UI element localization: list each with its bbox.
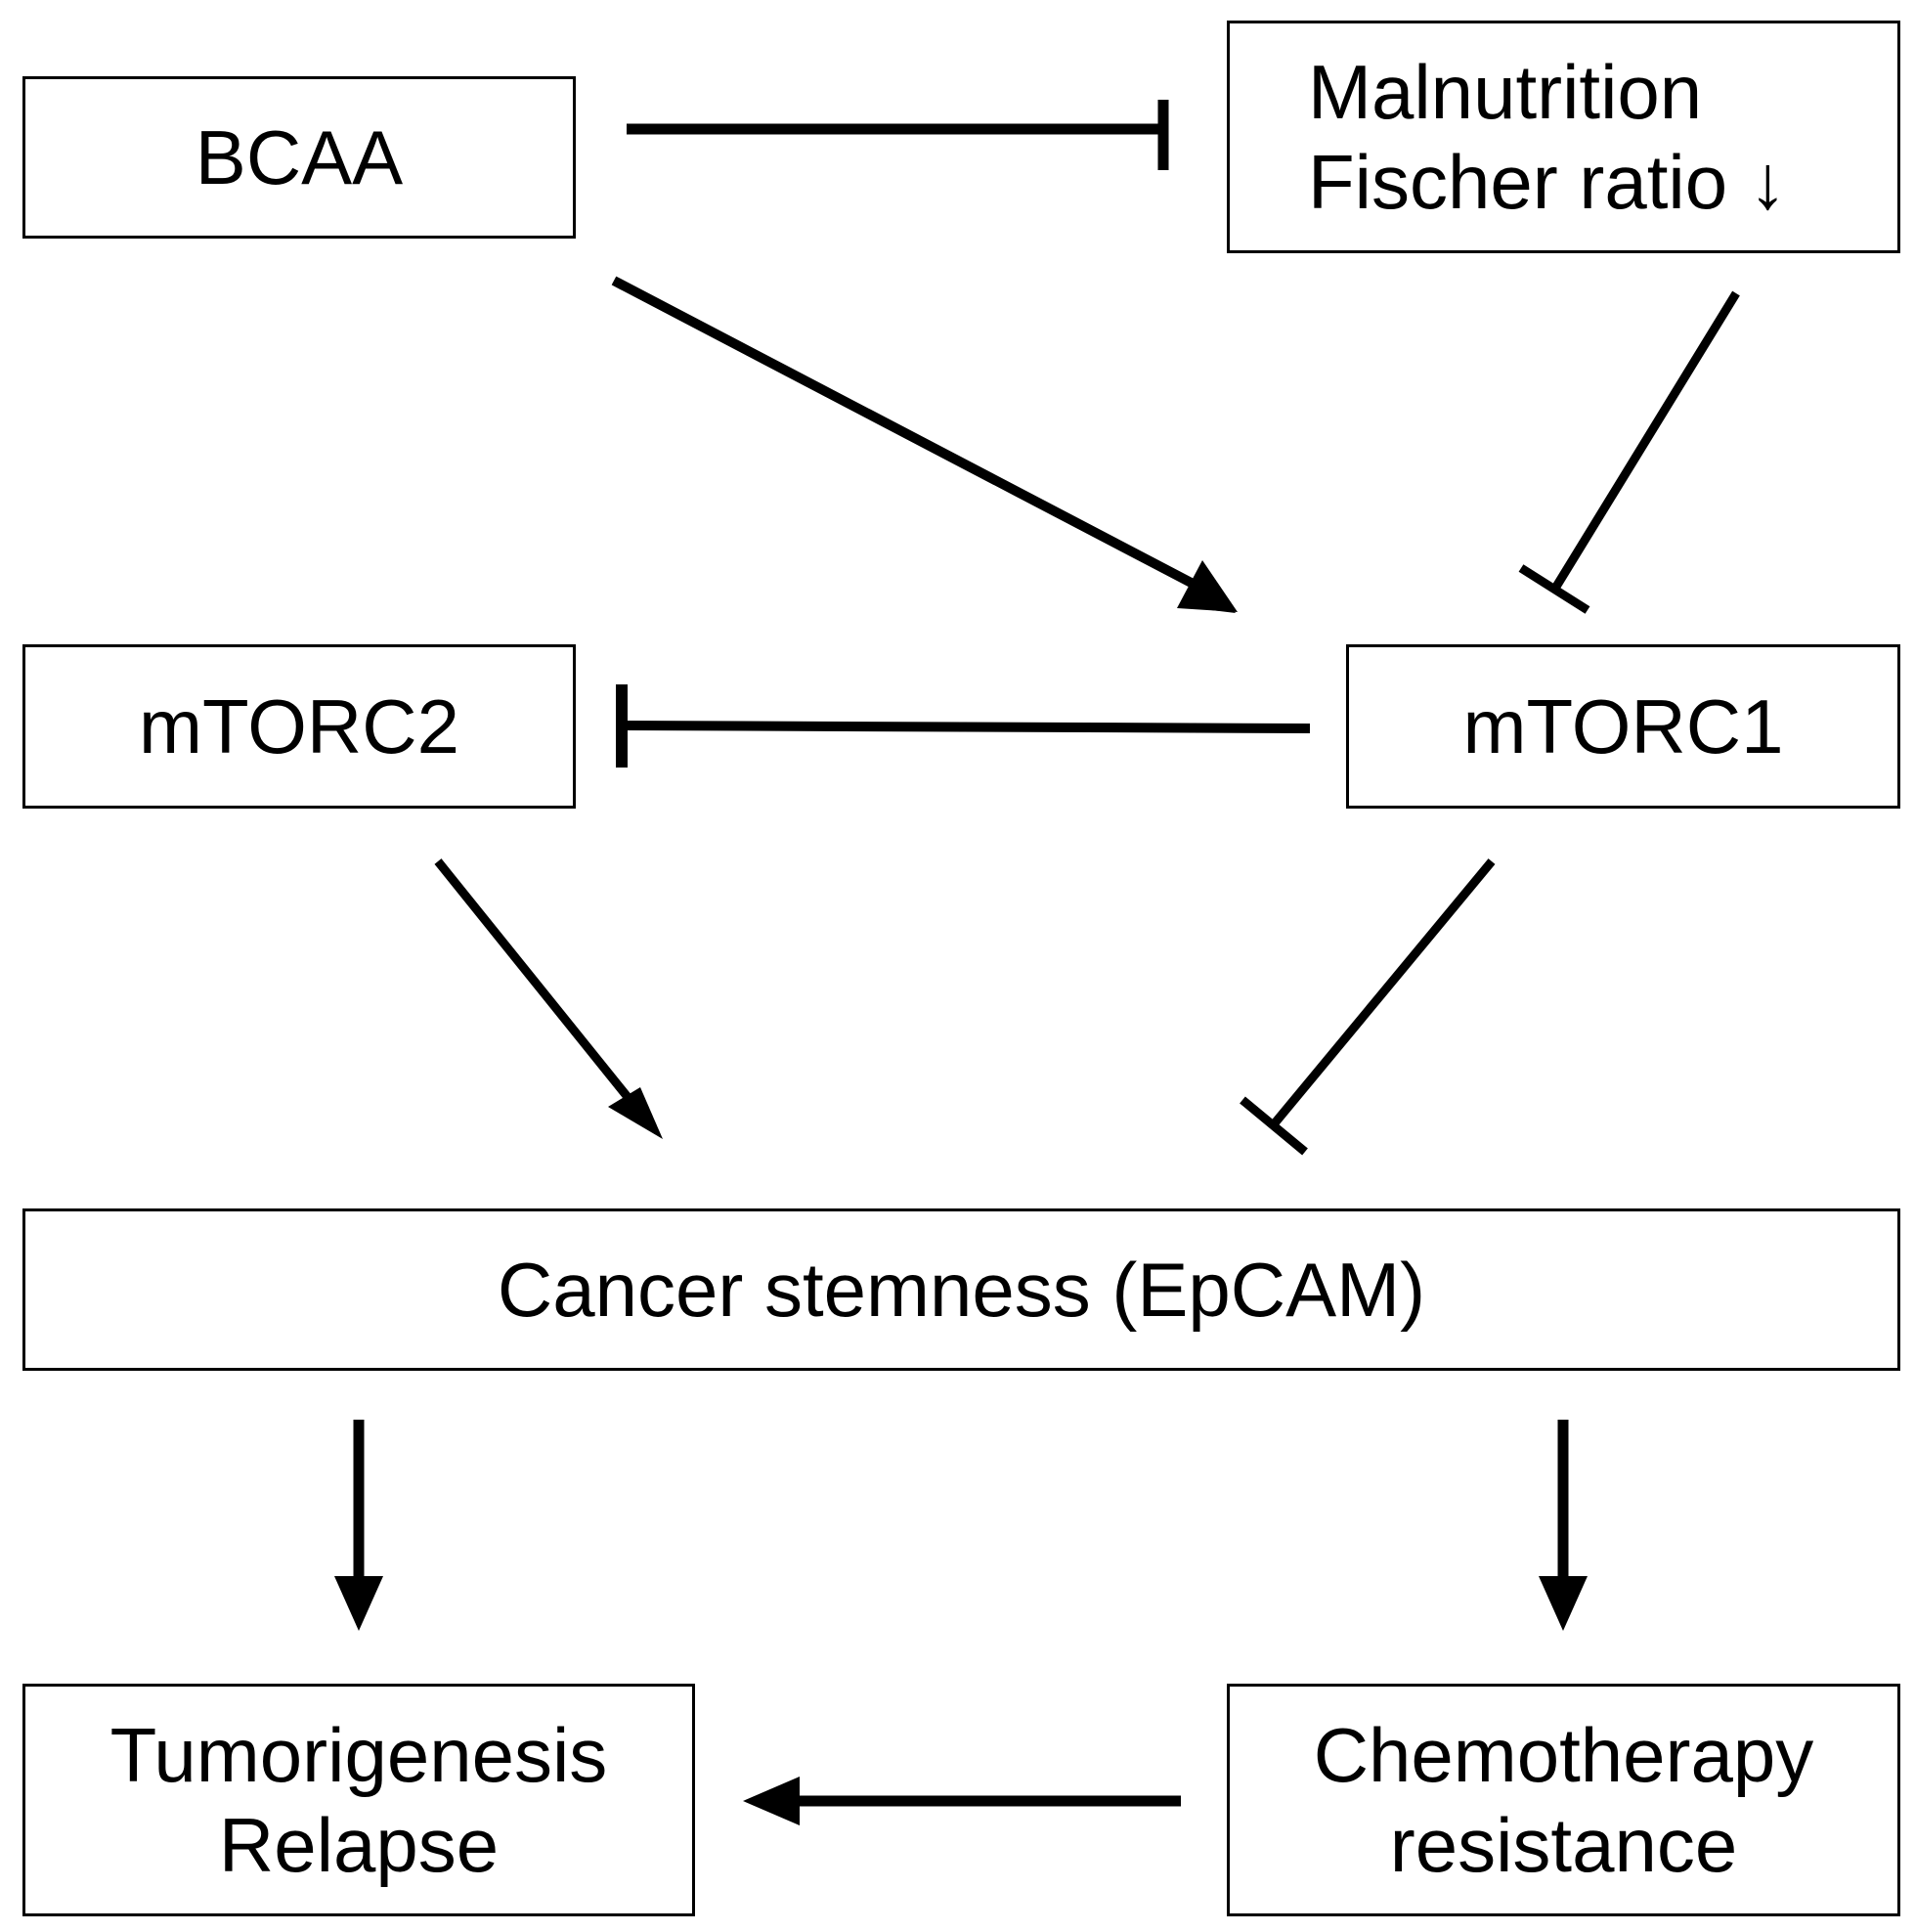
node-mtorc1: mTORC1 — [1346, 644, 1900, 809]
edge-mtorc2-activates-stemness — [434, 858, 663, 1139]
node-tumorigenesis-line2: Relapse — [218, 1802, 500, 1888]
edge-malnutrition-inhibits-mtorc1 — [1518, 290, 1740, 614]
node-malnutrition-line1: Malnutrition — [1308, 48, 1703, 135]
node-mtorc1-label: mTORC1 — [1462, 682, 1784, 769]
edge-mtorc1-inhibits-stemness — [1240, 858, 1496, 1156]
edge-chemo-activates-tumorigenesis — [743, 1777, 1181, 1825]
node-mtorc2-label: mTORC2 — [139, 682, 459, 769]
edge-stemness-activates-tumorigenesis — [334, 1420, 383, 1631]
node-mtorc2: mTORC2 — [22, 644, 576, 809]
node-tumorigenesis-line1: Tumorigenesis — [109, 1711, 608, 1798]
node-chemotherapy-resistance: Chemotherapy resistance — [1227, 1684, 1900, 1916]
node-tumorigenesis: Tumorigenesis Relapse — [22, 1684, 695, 1916]
node-bcaa-label: BCAA — [195, 113, 404, 200]
node-chemo-line2: resistance — [1389, 1802, 1738, 1888]
edge-mtorc1-inhibits-mtorc2 — [616, 684, 1311, 768]
node-malnutrition: Malnutrition Fischer ratio ↓ — [1227, 21, 1900, 253]
node-cancer-stemness-label: Cancer stemness (EpCAM) — [497, 1246, 1426, 1333]
edge-bcaa-activates-mtorc1 — [611, 276, 1238, 613]
node-malnutrition-line2: Fischer ratio ↓ — [1308, 139, 1787, 225]
node-bcaa: BCAA — [22, 76, 576, 239]
edge-bcaa-inhibits-malnutrition — [627, 100, 1169, 170]
edge-stemness-activates-chemo — [1539, 1420, 1588, 1631]
node-cancer-stemness: Cancer stemness (EpCAM) — [22, 1208, 1900, 1371]
node-chemo-line1: Chemotherapy — [1313, 1711, 1814, 1798]
